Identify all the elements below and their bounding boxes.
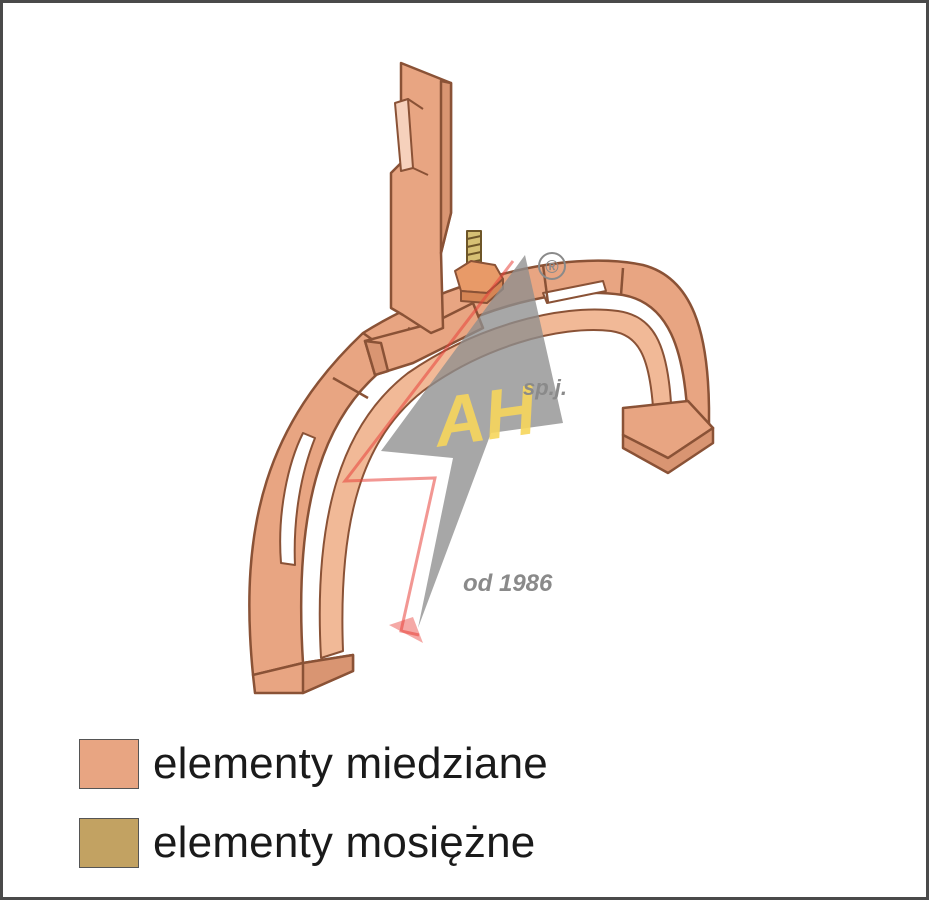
legend-label-brass: elementy mosiężne	[153, 818, 536, 867]
legend-item-copper: elementy miedziane	[79, 739, 548, 789]
registered-mark-circle	[538, 252, 566, 280]
brass-bolt	[454, 230, 504, 304]
registered-mark: ®	[545, 257, 558, 277]
watermark: AH sp.j. od 1986 ®	[341, 252, 567, 643]
watermark-gray-bolt	[381, 255, 563, 628]
legend-item-brass: elementy mosiężne	[79, 818, 535, 868]
watermark-red-bolt	[341, 260, 515, 637]
watermark-suffix: sp.j.	[523, 375, 567, 400]
watermark-since: od 1986	[463, 570, 553, 597]
legend-swatch-brass	[79, 818, 139, 868]
earthing-clamp-illustration: AH sp.j. od 1986 ®	[248, 61, 715, 695]
watermark-logo-letters: AH	[427, 370, 541, 462]
legend-swatch-copper	[79, 739, 139, 789]
vertical-lug	[389, 61, 453, 335]
legend-label-copper: elementy miedziane	[153, 739, 548, 788]
